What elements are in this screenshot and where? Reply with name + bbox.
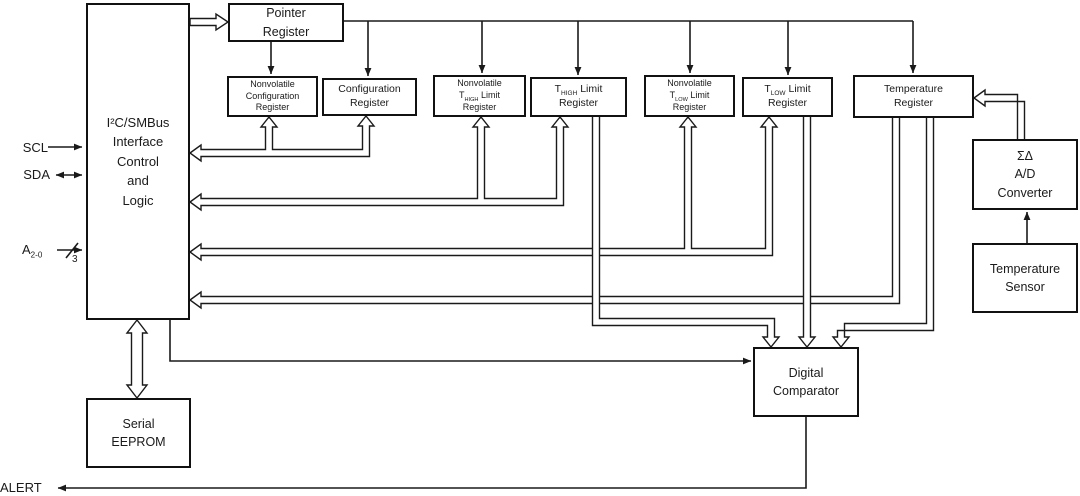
address-pin-label: A2-0 bbox=[22, 242, 43, 260]
sda-pin-label: SDA bbox=[23, 167, 50, 182]
thigh-to-comparator-arrow bbox=[591, 115, 781, 349]
tlow-limit-register-block: TLOW Limit Register bbox=[742, 77, 833, 117]
tlow-bus-arrow bbox=[188, 115, 779, 262]
config-label: Configuration Register bbox=[338, 83, 401, 109]
tlow-label: TLOW Limit Register bbox=[764, 83, 811, 109]
serial-eeprom-label: Serial EEPROM bbox=[111, 416, 166, 449]
temperature-register-block: Temperature Register bbox=[853, 75, 974, 118]
interface-to-comparator-arrow bbox=[169, 320, 752, 365]
tempreg-read-bus-arrow bbox=[188, 116, 901, 310]
i2c-smbus-interface-block: I²C/SMBus Interface Control and Logic bbox=[86, 3, 190, 320]
pointer-register-label: Pointer Register bbox=[262, 6, 310, 39]
configuration-register-block: Configuration Register bbox=[322, 78, 417, 116]
temperature-sensor-label: Temperature Sensor bbox=[989, 261, 1061, 294]
nv-thigh-label: Nonvolatile THIGH Limit Register bbox=[457, 78, 502, 112]
nonvolatile-configuration-register-block: Nonvolatile Configuration Register bbox=[227, 76, 318, 117]
scl-pin-label: SCL bbox=[22, 140, 48, 155]
nv-config-label: Nonvolatile Configuration Register bbox=[245, 78, 300, 113]
interface-label: I²C/SMBus Interface Control and Logic bbox=[106, 114, 170, 208]
alert-arrow bbox=[57, 417, 807, 492]
nv-tlow-label: Nonvolatile TLOW Limit Register bbox=[667, 78, 712, 112]
pointer-register-block: Pointer Register bbox=[228, 3, 344, 42]
tempreg-to-comparator-arrow bbox=[831, 116, 935, 349]
pointer-write-arrow bbox=[189, 12, 230, 32]
adc-to-tempreg-arrow bbox=[972, 88, 1026, 141]
tlow-to-comparator-arrow bbox=[797, 115, 817, 349]
bus-width-slash bbox=[65, 242, 79, 259]
config-bus-arrow bbox=[188, 114, 376, 163]
digital-comparator-block: Digital Comparator bbox=[753, 347, 859, 417]
temperature-register-label: Temperature Register bbox=[884, 82, 943, 109]
thigh-bus-arrow bbox=[188, 115, 570, 212]
digital-comparator-label: Digital Comparator bbox=[773, 365, 839, 398]
nonvolatile-tlow-limit-register-block: Nonvolatile TLOW Limit Register bbox=[644, 75, 735, 117]
thigh-label: THIGH Limit Register bbox=[554, 83, 603, 109]
eeprom-bus-arrow bbox=[125, 318, 149, 400]
thigh-limit-register-block: THIGH Limit Register bbox=[530, 77, 627, 117]
address-bus-width-label: 3 bbox=[72, 254, 78, 265]
nonvolatile-thigh-limit-register-block: Nonvolatile THIGH Limit Register bbox=[433, 75, 526, 117]
serial-eeprom-block: Serial EEPROM bbox=[86, 398, 191, 468]
adc-label: ΣΔ A/D Converter bbox=[997, 149, 1053, 200]
sigma-delta-adc-block: ΣΔ A/D Converter bbox=[972, 139, 1078, 210]
alert-pin-label: ALERT bbox=[0, 480, 42, 495]
temperature-sensor-block: Temperature Sensor bbox=[972, 243, 1078, 313]
